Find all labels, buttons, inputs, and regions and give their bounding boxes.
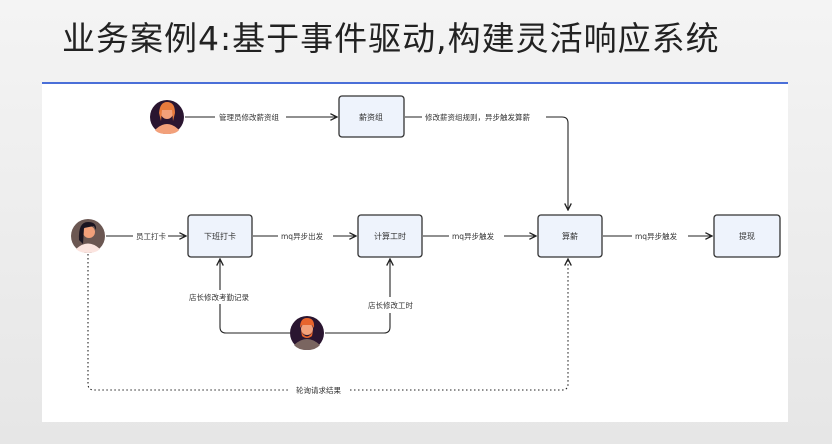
node-salary-group[interactable]: 薪资组 [338, 95, 405, 138]
edge-label-modify-rules: 修改薪资组规则，异步触发算薪 [425, 112, 530, 122]
edge-label-poll-result: 轮询请求结果 [296, 385, 341, 395]
employee-avatar [71, 219, 105, 253]
node-payroll[interactable]: 算薪 [537, 214, 603, 258]
edge-label-mq-trigger: mq异步触发 [635, 231, 678, 241]
node-label: 下班打卡 [204, 231, 236, 241]
node-label: 计算工时 [374, 231, 406, 241]
edge-label-manager-attendance: 店长修改考勤记录 [189, 292, 249, 302]
node-label: 算薪 [562, 231, 578, 241]
store-manager-avatar [290, 316, 324, 350]
slide-title: 业务案例4:基于事件驱动,构建灵活响应系统 [62, 19, 720, 58]
edge-label-manager-hours: 店长修改工时 [368, 300, 413, 310]
node-calc-hours[interactable]: 计算工时 [357, 214, 423, 258]
edge-label-admin-modify: 管理员修改薪资组 [219, 112, 279, 122]
admin-avatar [150, 100, 184, 134]
edge-rules-line-b [546, 116, 568, 210]
node-label: 薪资组 [359, 112, 383, 122]
node-clock-out[interactable]: 下班打卡 [187, 214, 253, 258]
edge-label-employee-clock: 员工打卡 [136, 231, 166, 241]
edge-label-mq-out: mq异步出发 [281, 231, 324, 241]
node-withdraw[interactable]: 提现 [713, 214, 781, 258]
node-label: 提现 [739, 231, 755, 241]
edge-label-mq-trigger: mq异步触发 [452, 231, 495, 241]
